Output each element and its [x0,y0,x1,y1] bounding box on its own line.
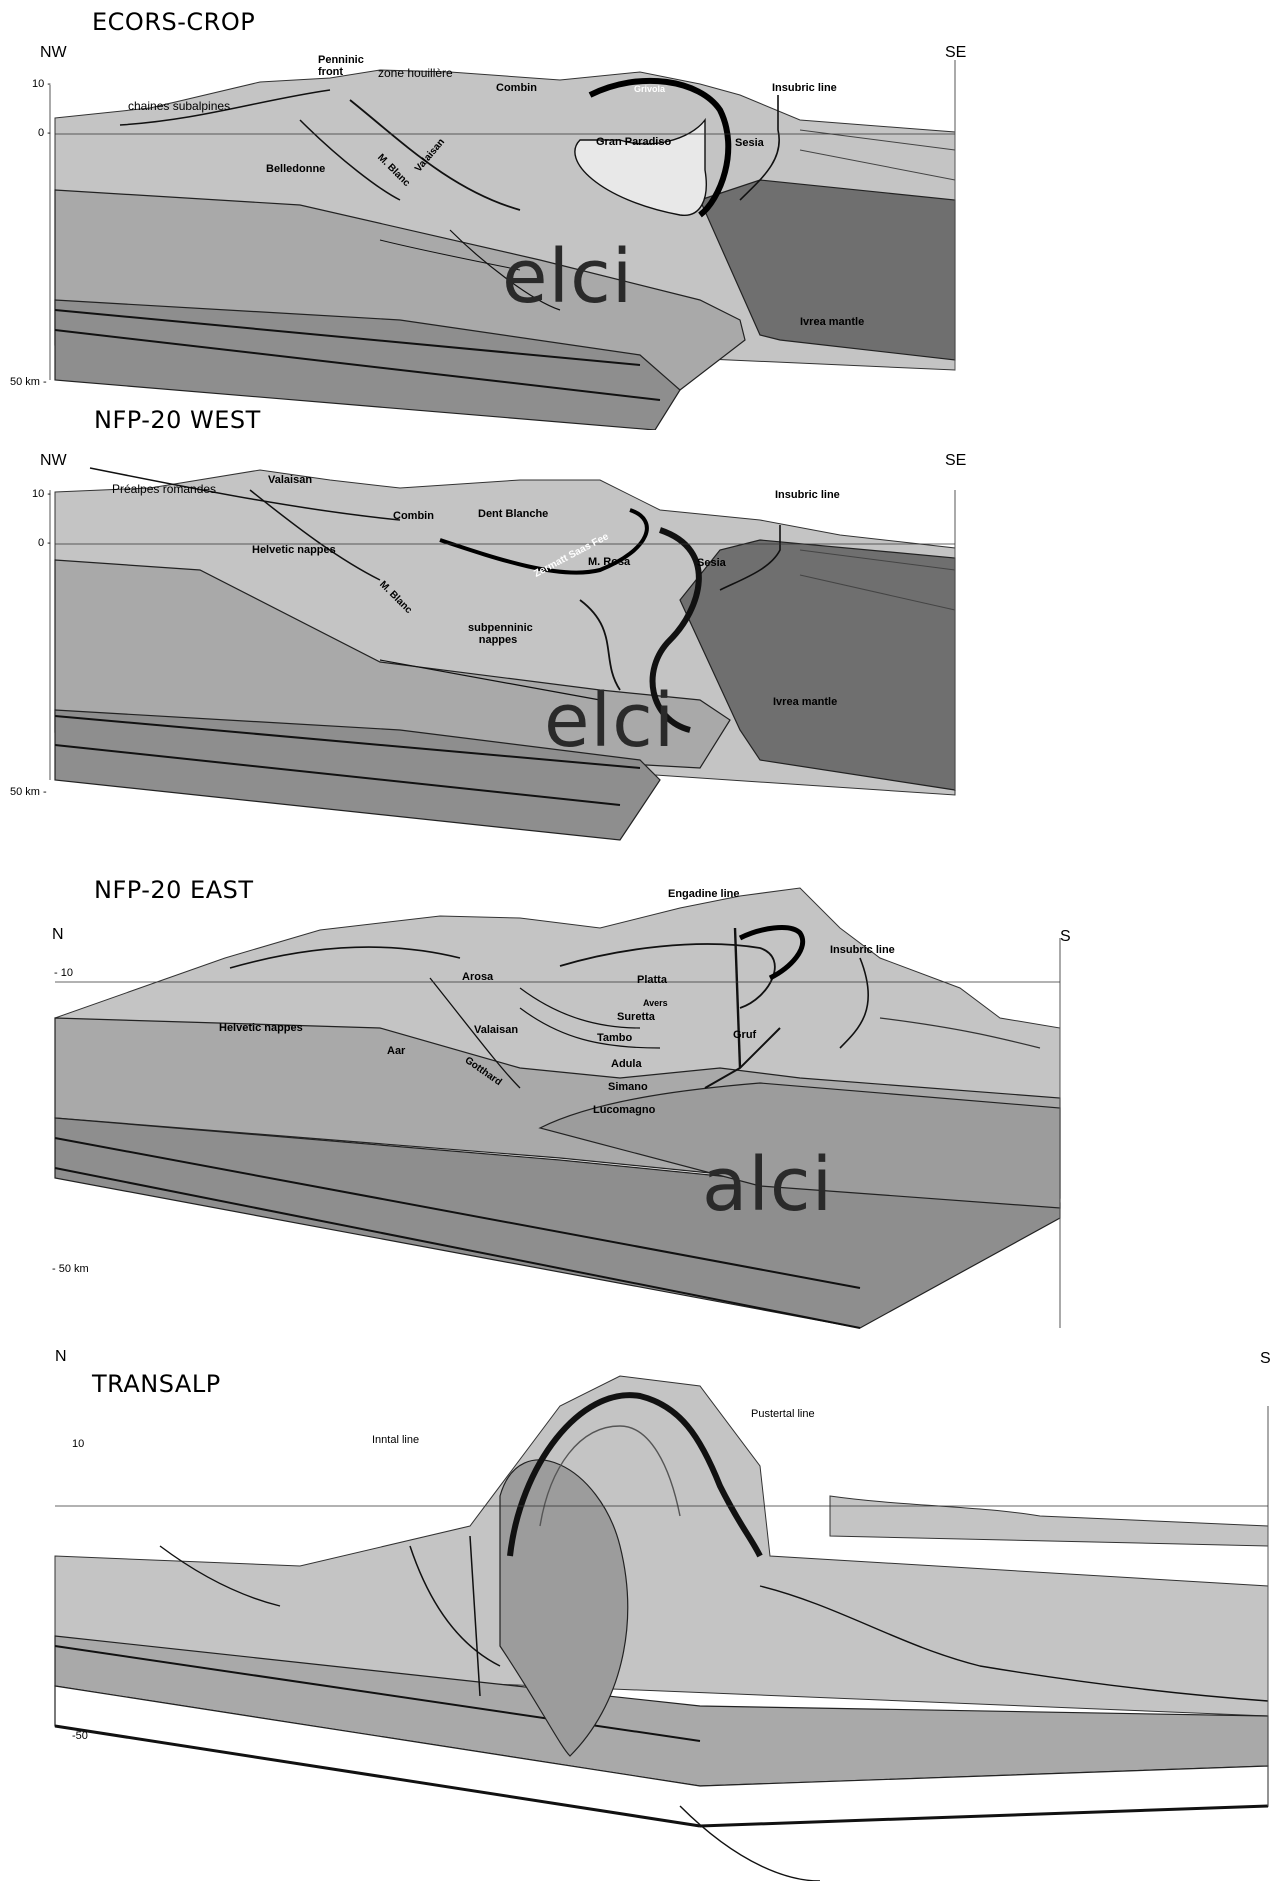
cross-section-nfp20-east [0,868,1278,1338]
label-combin: Combin [496,82,537,94]
cross-section-nfp20-west [0,400,1278,850]
label-valaisan: Valaisan [474,1024,518,1036]
label-valaisan: Valaisan [268,474,312,486]
direction-left: NW [40,44,67,62]
label-grivola: Grivola [634,84,665,94]
label-helvetic-nappes: Helvetic nappes [219,1022,303,1034]
label-engadine-line: Engadine line [668,888,740,900]
section-title: ECORS-CROP [92,8,255,36]
label-aar: Aar [387,1045,405,1057]
label-gruf: Gruf [733,1029,756,1041]
crust-label: elci [544,684,675,758]
direction-right: S [1060,928,1071,946]
section-title: TRANSALP [92,1370,221,1398]
label-arosa: Arosa [462,971,493,983]
depth-tick-50: -50 [72,1730,88,1742]
label-prealpes-romandes: Préalpes romandes [112,482,216,496]
depth-tick-10: - 10 [54,967,73,979]
depth-tick-10: 10 - [32,78,51,90]
label-dent-blanche: Dent Blanche [478,508,548,520]
section-nfp20-east: NFP-20 EAST N S - 10 - 50 km alci Engadi… [0,868,1278,1338]
label-lucomagno: Lucomagno [593,1104,655,1116]
section-title: NFP-20 WEST [94,406,261,434]
section-title: NFP-20 EAST [94,876,254,904]
section-ecors-crop: ECORS-CROP NW SE 10 - 0 - 50 km - elci P… [0,0,1278,430]
label-ivrea-mantle: Ivrea mantle [800,316,864,328]
direction-right: SE [945,452,966,470]
depth-tick-10: 10 [72,1438,84,1450]
label-adula: Adula [611,1058,642,1070]
section-transalp: N S TRANSALP 10 -50 Inntal line Pusterta… [0,1346,1278,1881]
direction-right: SE [945,44,966,62]
crust-label: alci [702,1148,833,1222]
label-sesia: Sesia [735,137,764,149]
label-penninic-front: Penninic front [318,54,378,78]
depth-tick-50: 50 km - [10,786,47,798]
section-nfp20-west: NFP-20 WEST NW SE 10 - 0 - 50 km - elci … [0,400,1278,850]
label-suretta: Suretta [617,1011,655,1023]
label-chaines-subalpines: chaines subalpines [128,99,230,113]
direction-left: NW [40,452,67,470]
label-combin: Combin [393,510,434,522]
label-simano: Simano [608,1081,648,1093]
label-platta: Platta [637,974,667,986]
cross-section-transalp [0,1346,1278,1881]
label-gran-paradiso: Gran Paradiso [596,136,671,148]
label-insubric-line: Insubric line [775,489,840,501]
label-inntal-line: Inntal line [372,1434,419,1446]
crust-label: elci [502,240,633,314]
depth-tick-50: - 50 km [52,1263,89,1275]
depth-tick-0: 0 - [38,127,51,139]
label-ivrea-mantle: Ivrea mantle [773,696,837,708]
label-tambo: Tambo [597,1032,632,1044]
label-m-rosa: M. Rosa [588,556,630,568]
direction-right: S [1260,1350,1271,1368]
label-zone-houillere: zone houillère [378,66,453,80]
depth-tick-50: 50 km - [10,376,47,388]
label-pustertal-line: Pustertal line [751,1408,815,1420]
label-subpenninic-nappes: subpenninic nappes [468,622,528,646]
depth-tick-10: 10 - [32,488,51,500]
label-belledonne: Belledonne [266,163,325,175]
label-sesia: Sesia [697,557,726,569]
label-insubric-line: Insubric line [830,944,895,956]
cross-section-ecors-crop [0,0,1278,430]
depth-tick-0: 0 - [38,537,51,549]
direction-left: N [52,926,64,944]
label-helvetic-nappes: Helvetic nappes [252,544,336,556]
direction-left: N [55,1348,67,1366]
label-avers: Avers [643,998,668,1008]
label-insubric-line: Insubric line [772,82,837,94]
